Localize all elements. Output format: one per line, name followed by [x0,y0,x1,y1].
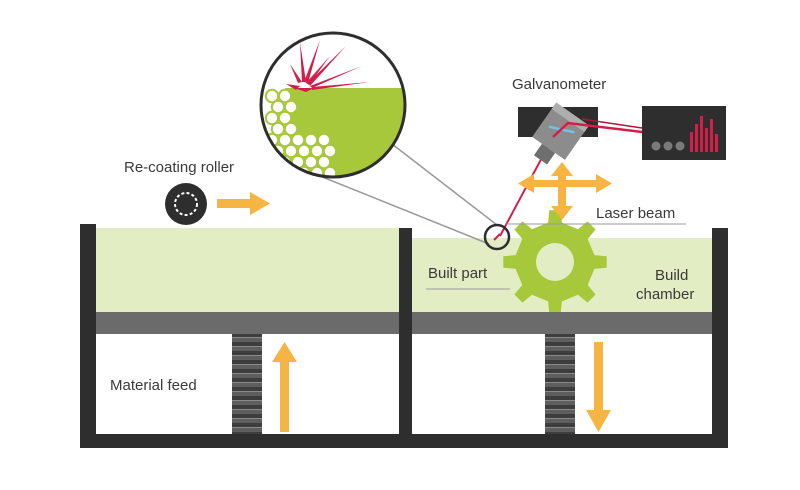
laser-controller-icon [642,106,726,160]
build-chamber-label-line1: Build [655,267,688,284]
roller-direction-arrow [217,192,270,215]
material-feed-label: Material feed [110,377,197,394]
powder-particle [270,165,286,177]
gear-part-icon [503,210,607,314]
chamber-frame [80,224,728,448]
galvanometer-motion-arrows [518,162,612,220]
laser-focus-circle [483,223,511,251]
built-part-label: Built part [428,265,488,282]
recoating-roller-label: Re-coating roller [124,159,234,176]
powder-particle [283,121,299,137]
recoating-roller-icon [165,183,207,225]
build-chamber-label-line2: chamber [636,286,694,303]
feed-screw [232,334,262,434]
controller-beam-shadow [581,118,643,129]
laser-beam-label: Laser beam [596,205,675,222]
laser-focus-tick [493,233,501,241]
build-platform-down-arrow [586,342,611,432]
feed-platform [96,312,399,334]
powder-particle [316,154,332,170]
galvanometer-icon [518,102,598,165]
powder-particle [283,165,299,177]
laser-spark [286,40,370,92]
powder-particle [277,88,293,104]
controller-beam [552,121,643,138]
powder-particle [322,143,338,159]
powder-particle [264,154,280,170]
build-platform [412,312,712,334]
powder-particle [316,132,332,148]
build-screw [545,334,575,434]
magnifier-connector [391,143,498,226]
powder-particle [277,110,293,126]
magnifier-closeup [259,31,407,179]
galvanometer-label: Galvanometer [512,76,606,93]
feed-powder-bed [96,228,399,312]
powder-particle [283,99,299,115]
material-feed-up-arrow [272,342,297,432]
